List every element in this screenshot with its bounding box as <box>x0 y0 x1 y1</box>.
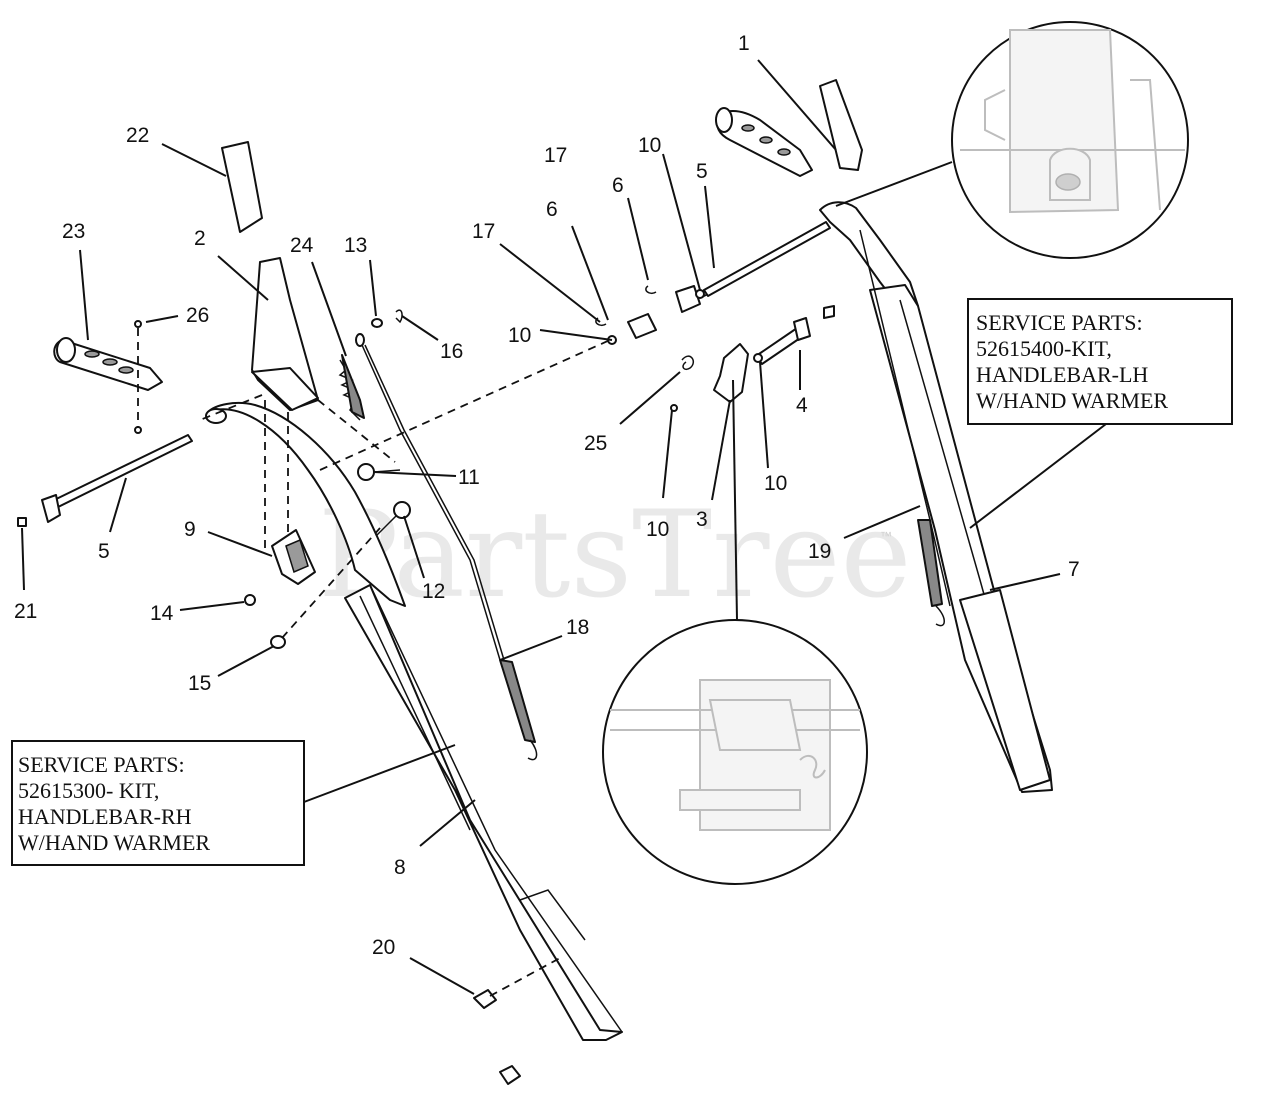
detail-circle-lower <box>602 379 868 885</box>
small-hardware-left <box>17 309 411 649</box>
callout-8: 8 <box>394 856 406 879</box>
callout-15: 15 <box>188 672 211 695</box>
callout-24: 24 <box>290 234 314 257</box>
callout-4: 4 <box>796 394 808 417</box>
callout-5-left: 5 <box>98 540 110 563</box>
service-box-rh: SERVICE PARTS: 52615300- KIT, HANDLEBAR-… <box>11 740 305 866</box>
callout-6-lower: 6 <box>546 198 558 221</box>
service-box-rh-line-3: HANDLEBAR-RH <box>18 804 192 829</box>
handlebar-lh <box>715 79 1053 793</box>
cap-22 <box>221 141 263 233</box>
callout-10-mid: 10 <box>508 324 531 347</box>
callout-25: 25 <box>584 432 607 455</box>
part-9 <box>271 529 316 585</box>
callout-10-right: 10 <box>764 472 787 495</box>
service-box-rh-line-1: SERVICE PARTS: <box>18 752 185 777</box>
callout-20: 20 <box>372 936 395 959</box>
callout-5-right: 5 <box>696 160 708 183</box>
service-box-lh-line-2: 52615400-KIT, <box>976 336 1112 361</box>
grip-23 <box>53 320 163 434</box>
callout-12: 12 <box>422 580 445 603</box>
service-box-lh: SERVICE PARTS: 52615400-KIT, HANDLEBAR-L… <box>967 298 1233 425</box>
callout-23: 23 <box>62 220 85 243</box>
callout-19: 19 <box>808 540 831 563</box>
callout-21: 21 <box>14 600 37 623</box>
callout-7: 7 <box>1068 558 1080 581</box>
callout-26: 26 <box>186 304 209 327</box>
service-box-rh-line-2: 52615300- KIT, <box>18 778 159 803</box>
leader-lines <box>21 59 1107 995</box>
service-box-lh-line-1: SERVICE PARTS: <box>976 310 1143 335</box>
callout-14: 14 <box>150 602 174 625</box>
service-box-lh-line-3: HANDLEBAR-LH <box>976 362 1148 387</box>
callout-3: 3 <box>696 508 708 531</box>
watermark-trademark: ™ <box>880 529 892 543</box>
callout-10-top: 10 <box>638 134 661 157</box>
callout-17-upper: 17 <box>544 144 567 167</box>
shaft-5-left <box>41 434 193 523</box>
spring-24 <box>338 354 365 421</box>
bolts-bottom <box>473 957 561 1085</box>
cable-18 <box>355 333 538 761</box>
callout-6-upper: 6 <box>612 174 624 197</box>
callout-18: 18 <box>566 616 589 639</box>
callout-2: 2 <box>194 227 206 250</box>
callout-9: 9 <box>184 518 196 541</box>
callout-16: 16 <box>440 340 463 363</box>
callout-labels: 1 2 3 4 5 5 6 6 7 8 9 10 10 10 10 10 11 … <box>14 32 1080 959</box>
detail-circle-upper <box>835 21 1189 259</box>
callout-17-lower: 17 <box>472 220 495 243</box>
service-box-rh-line-4: W/HAND WARMER <box>18 830 210 855</box>
handlebar-rh <box>205 402 623 1041</box>
central-hardware <box>595 221 835 412</box>
callout-11: 11 <box>458 466 480 489</box>
bracket-2 <box>199 257 396 548</box>
callout-22: 22 <box>126 124 149 147</box>
callout-10-bottom: 10 <box>646 518 669 541</box>
callout-1: 1 <box>738 32 750 55</box>
service-box-lh-line-4: W/HAND WARMER <box>976 388 1168 413</box>
callout-13: 13 <box>344 234 367 257</box>
